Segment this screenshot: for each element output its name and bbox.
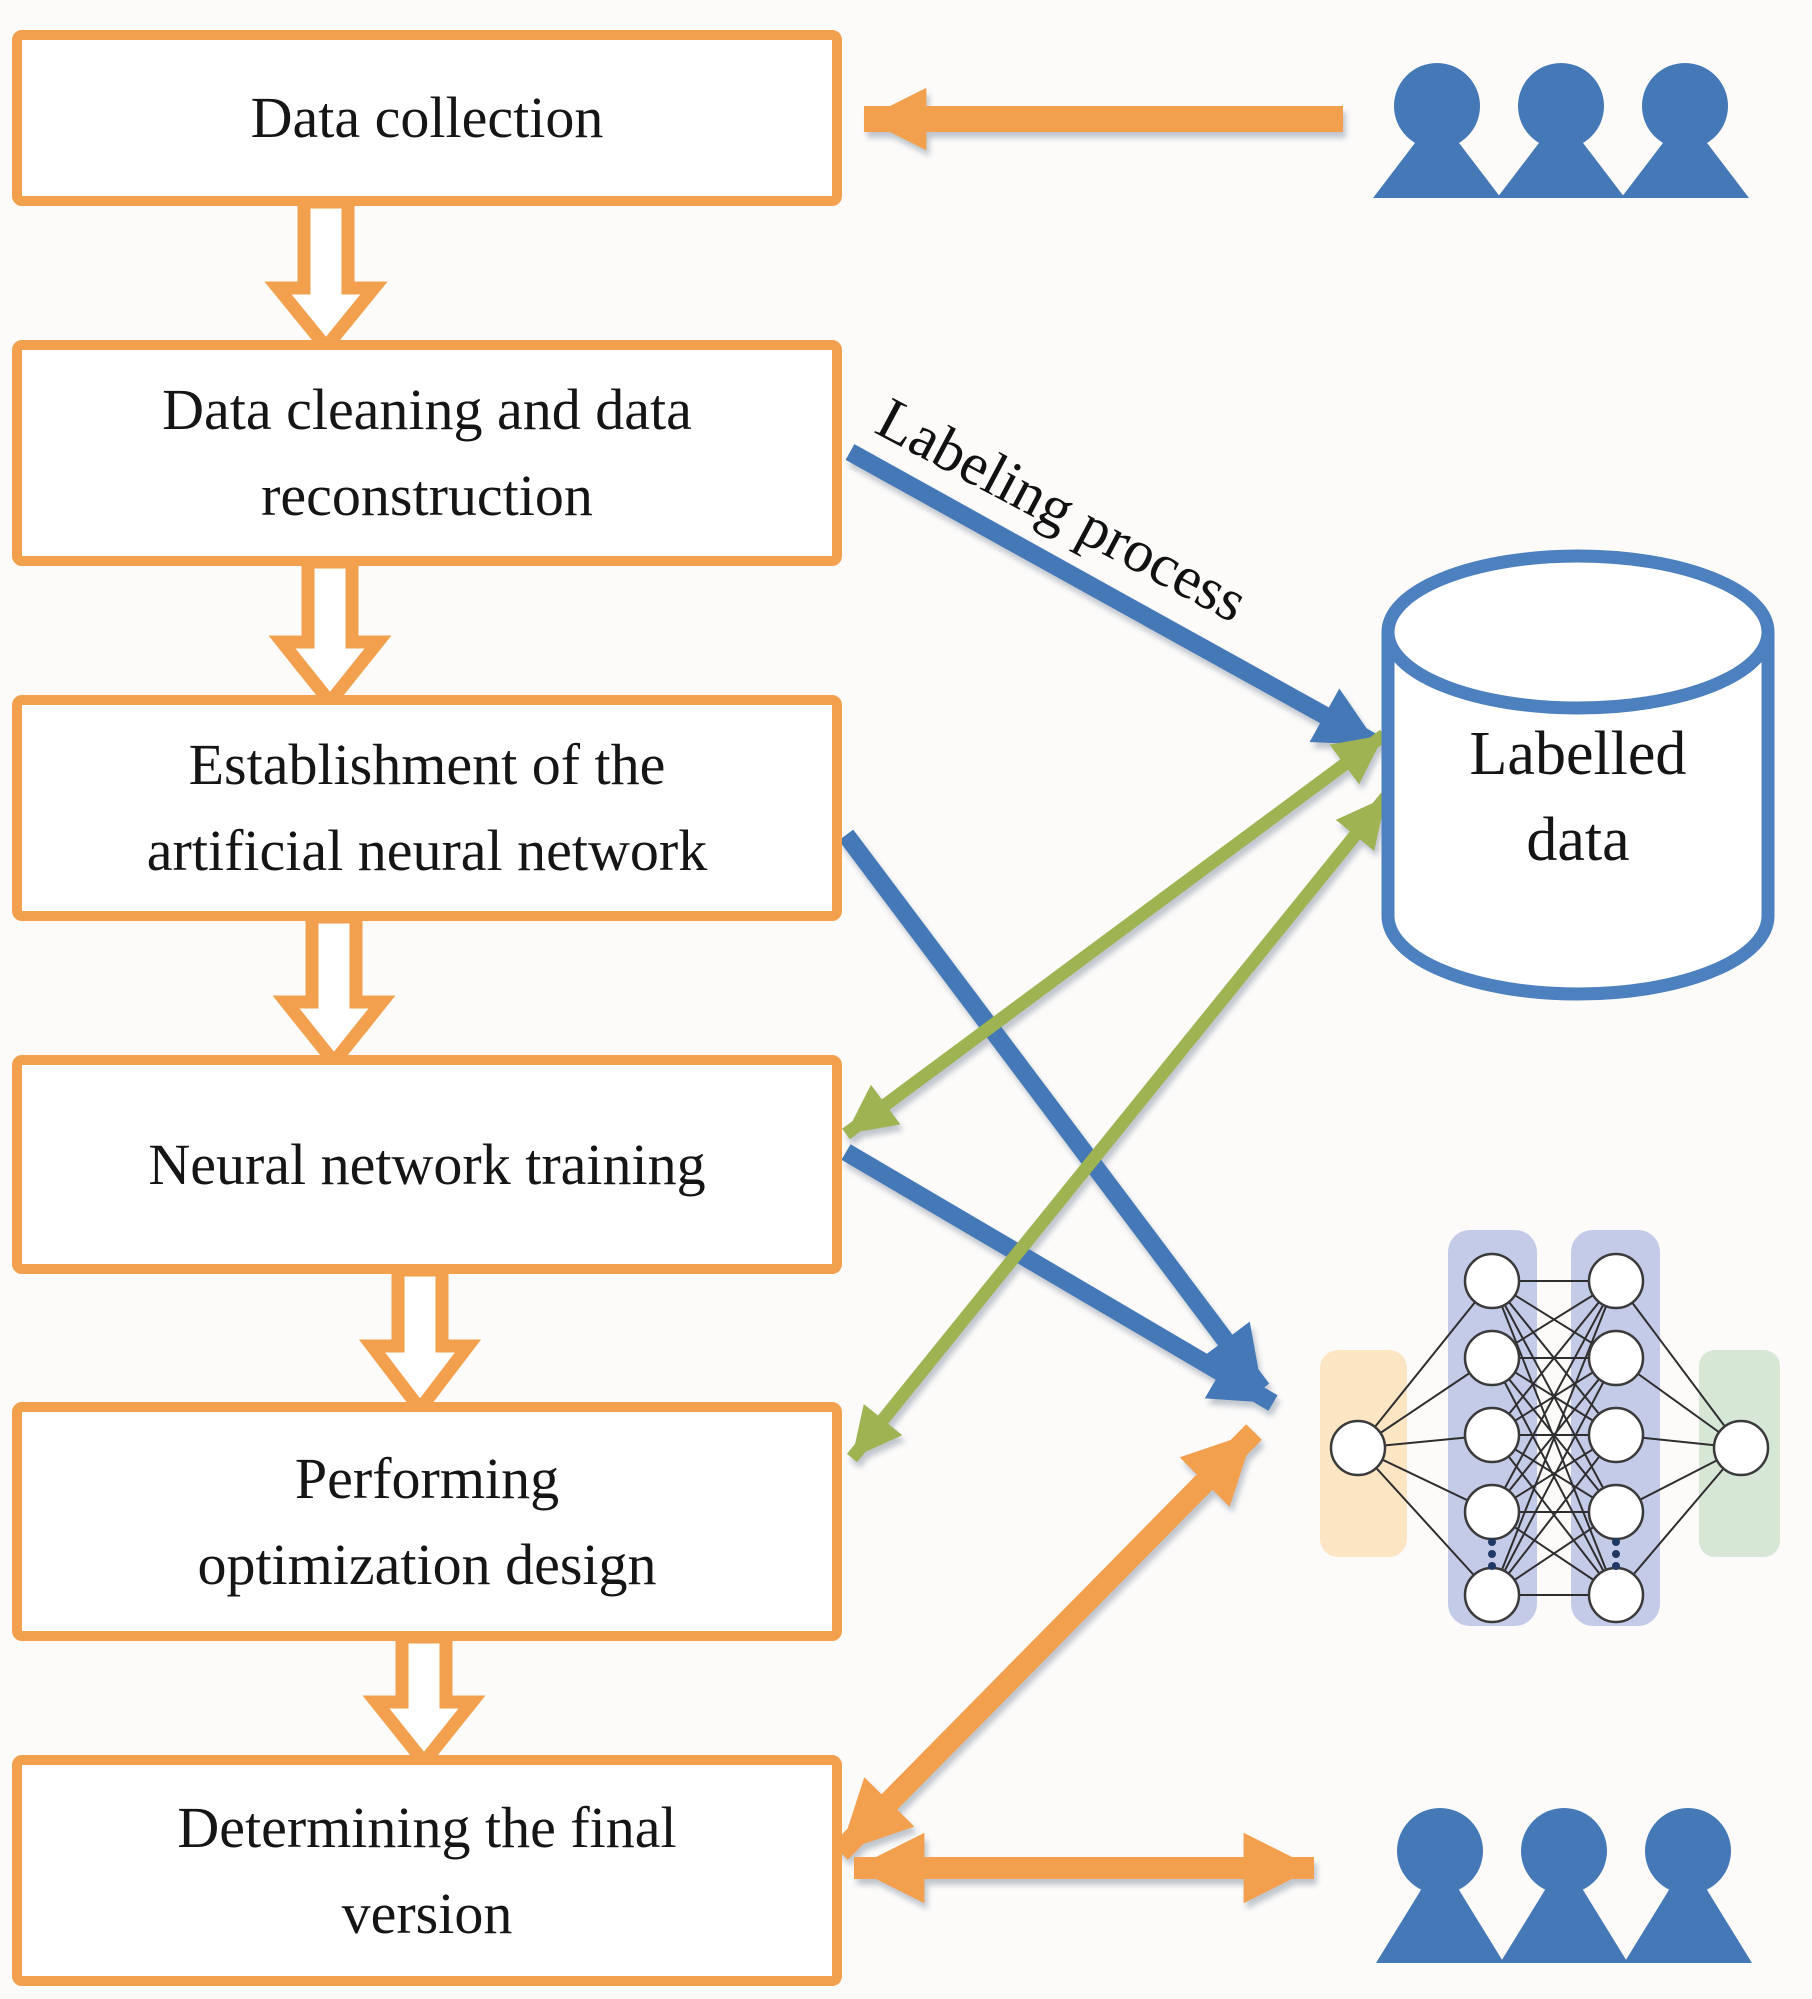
- flow-arrow-5: [362, 1630, 486, 1773]
- flow-box-label: Data cleaning and data reconstruction: [162, 377, 692, 528]
- flow-box-data-collection: Data collection: [12, 30, 842, 206]
- nn-nodes-and-links: [1329, 1252, 1770, 1624]
- neural-network-icon: [1320, 1230, 1780, 1626]
- flow-box-label: Determining the final version: [177, 1794, 677, 1946]
- flow-arrow-2: [268, 555, 392, 713]
- arrow-labeling-process: [845, 444, 1383, 753]
- flow-box-label: Data collection: [250, 85, 604, 151]
- arrow-labelled-data-to-optimization: [846, 792, 1392, 1463]
- people-group-icon: [1373, 63, 1749, 198]
- flow-box-data-cleaning: Data cleaning and data reconstruction: [12, 340, 842, 566]
- flow-box-optimization-design: Performing optimization design: [12, 1402, 842, 1641]
- flow-arrow-3: [272, 910, 396, 1073]
- arrow-training-to-network: [841, 1144, 1278, 1411]
- flow-step-arrows: [264, 195, 486, 1773]
- labelled-data-label: Labelled data: [1469, 720, 1687, 874]
- flow-box-label: Neural network training: [148, 1131, 706, 1197]
- flow-box-label: Performing optimization design: [197, 1445, 657, 1597]
- database-cylinder-icon: [1381, 549, 1775, 1001]
- connector-arrows: [832, 87, 1392, 1904]
- flow-box-network-training: Neural network training: [12, 1055, 842, 1274]
- flow-arrow-4: [358, 1263, 482, 1420]
- flow-box-establishment-ann: Establishment of the artificial neural n…: [12, 695, 842, 921]
- arrow-establishment-to-network: [838, 829, 1270, 1395]
- flow-box-label: Establishment of the artificial neural n…: [146, 732, 708, 883]
- flow-arrow-1: [264, 195, 388, 358]
- arrow-network-final-bidirectional: [832, 1424, 1262, 1860]
- flow-box-final-version: Determining the final version: [12, 1755, 842, 1986]
- people-group-icon: [1376, 1808, 1752, 1963]
